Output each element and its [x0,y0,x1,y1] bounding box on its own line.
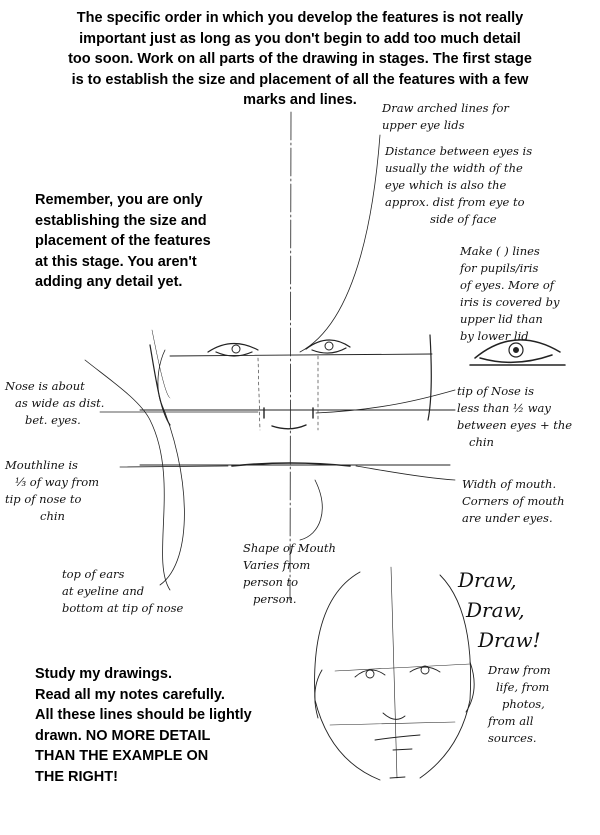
note-nose-width: Nose is about as wide as dist. bet. eyes… [5,378,104,429]
note-line: top of ears [62,567,125,581]
note-line: Draw from [488,663,551,677]
study-paragraph: Study my drawings. Read all my notes car… [35,664,252,787]
left-iris [231,344,241,354]
note-line: Shape of Mouth [243,541,336,555]
note-line: upper lid than [460,312,543,326]
intro-line: marks and lines. [243,92,357,108]
study-line: Read all my notes carefully. [35,686,225,703]
left-cheek [149,344,171,426]
study-line: drawn. NO MORE DETAIL [35,727,211,744]
note-line: from all [488,714,534,728]
intro-line: important just as long as you don't begi… [79,30,521,47]
intro-line: too soon. Work on all parts of the drawi… [68,51,532,67]
remember-line: Remember, you are only [35,192,203,208]
remember-line: placement of the features [35,233,211,249]
note-line: less than ½ way [457,401,551,415]
note-line: Draw! [478,628,541,652]
note-line: bottom at tip of nose [62,601,184,615]
note-line: as wide as dist. [15,396,105,410]
note-draw: Draw, Draw, Draw! [458,565,541,655]
study-line: All these lines should be lightly [35,707,252,723]
nose-mark [263,407,314,430]
remember-line: establishing the size and [35,212,207,229]
eye-line [169,353,433,357]
note-line: upper eye lids [382,118,465,132]
sample-eye [469,339,566,366]
note-line: at eyeline and [62,584,145,598]
study-line: Study my drawings. [35,666,172,682]
note-line: for pupils/iris [460,261,539,275]
note-line: Nose is about [5,379,85,393]
note-line: sources. [488,731,537,745]
note-line: approx. dist from eye to [385,195,525,209]
note-line: iris is covered by [460,295,560,309]
note-mouth-shape: Shape of Mouth Varies from person to per… [243,540,336,608]
intro-line: is to establish the size and placement o… [71,71,529,88]
note-line: Draw arched lines for [382,101,509,115]
note-eyelids: Draw arched lines for upper eye lids [382,100,509,134]
note-nose-tip: tip of Nose is less than ½ way between e… [457,383,572,451]
study-line: THE RIGHT! [35,768,118,785]
note-line: Varies from [243,558,311,572]
center-vertical-line [289,111,292,601]
note-line: person to [243,575,299,589]
note-line: Distance between eyes is [385,144,533,158]
remember-line: at this stage. You aren't [35,253,197,270]
note-line: Mouthline is [5,458,78,472]
note-line: eye which is also the [385,178,507,192]
note-mouthline: Mouthline is ⅓ of way from tip of nose t… [5,457,99,525]
note-line: tip of Nose is [457,384,535,398]
note-line: Draw, [458,568,517,592]
note-draw-from: Draw from life, from photos, from all so… [488,662,551,747]
note-line: tip of nose to [5,492,82,506]
note-line: life, from [496,680,550,694]
note-line: chin [469,435,494,449]
left-ear [151,329,171,399]
note-pupils: Make ( ) lines for pupils/iris of eyes. … [460,243,560,345]
note-line: Make ( ) lines [460,244,540,258]
note-line: by lower lid [460,329,529,343]
note-line: bet. eyes. [25,413,81,427]
left-eye [207,342,259,357]
study-line: THAN THE EXAMPLE ON [35,748,209,764]
intro-paragraph: The specific order in which you develop … [0,8,600,111]
note-line: chin [40,509,65,523]
right-cheek [427,334,432,421]
note-line: of eyes. More of [460,278,554,292]
remember-paragraph: Remember, you are only establishing the … [35,190,211,293]
note-line: are under eyes. [462,511,553,525]
note-line: between eyes + the [457,418,573,432]
note-line: side of face [430,212,497,226]
right-iris [324,341,334,351]
note-eye-distance: Distance between eyes is usually the wid… [385,143,532,228]
example-face [314,566,475,781]
intro-line: The specific order in which you develop … [76,10,524,26]
right-eye [305,339,351,354]
note-line: Draw, [466,598,525,622]
note-line: Width of mouth. [462,477,557,491]
note-mouth-width: Width of mouth. Corners of mouth are und… [462,476,565,527]
note-line: ⅓ of way from [15,475,100,489]
remember-line: adding any detail yet. [35,274,183,290]
note-line: person. [253,592,297,606]
note-line: usually the width of the [385,161,523,175]
mouth-mark [231,462,351,467]
note-line: Corners of mouth [462,494,565,508]
note-ears: top of ears at eyeline and bottom at tip… [62,566,183,617]
note-line: photos, [502,697,545,711]
